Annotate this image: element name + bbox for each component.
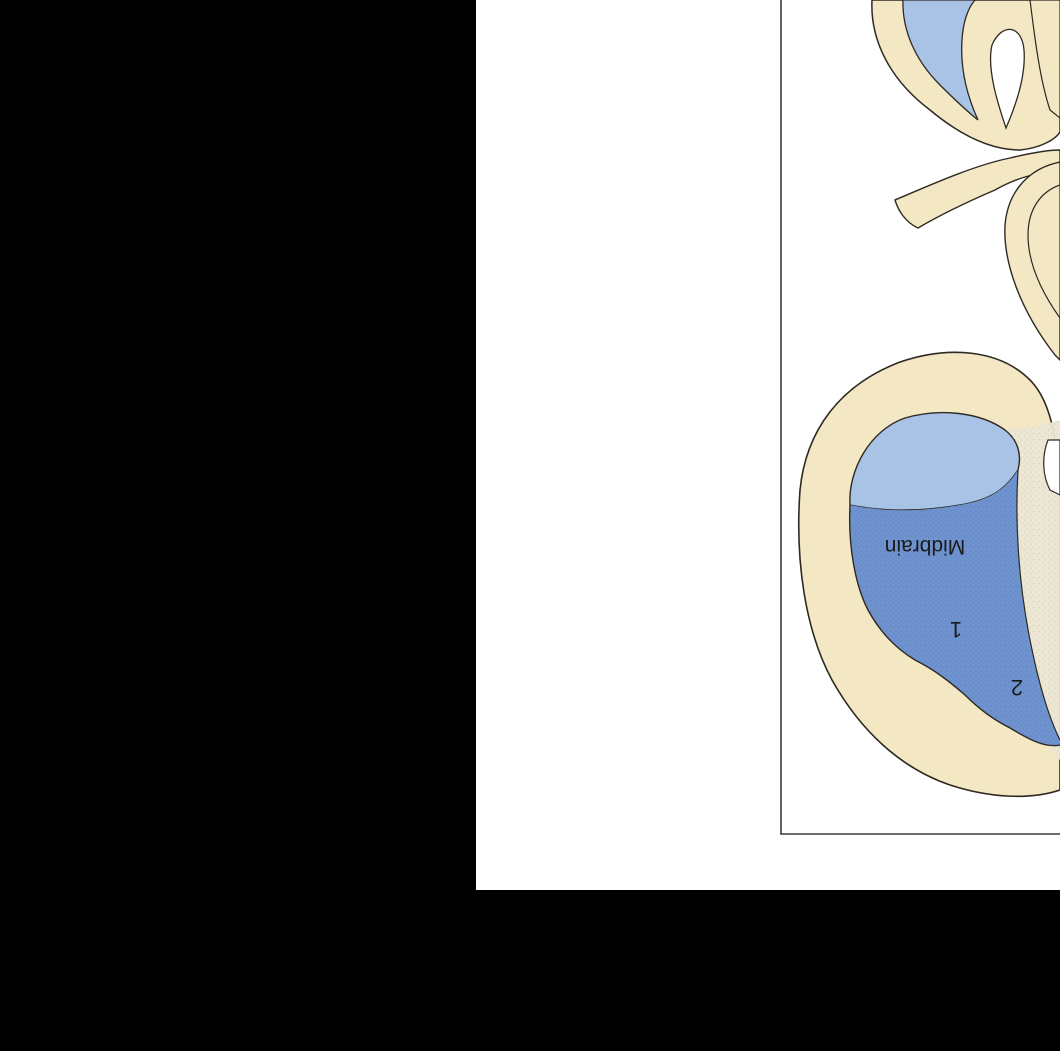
midbrain-section: [798, 351, 1060, 798]
upper-tissue-fold: [871, 0, 1060, 151]
figure-frame: [780, 0, 1060, 835]
zone-label-2: 2: [1011, 675, 1023, 700]
midbrain-label: Midbrain: [885, 535, 966, 558]
zone-label-1: 1: [950, 617, 962, 642]
right-lobe: [1004, 161, 1060, 361]
